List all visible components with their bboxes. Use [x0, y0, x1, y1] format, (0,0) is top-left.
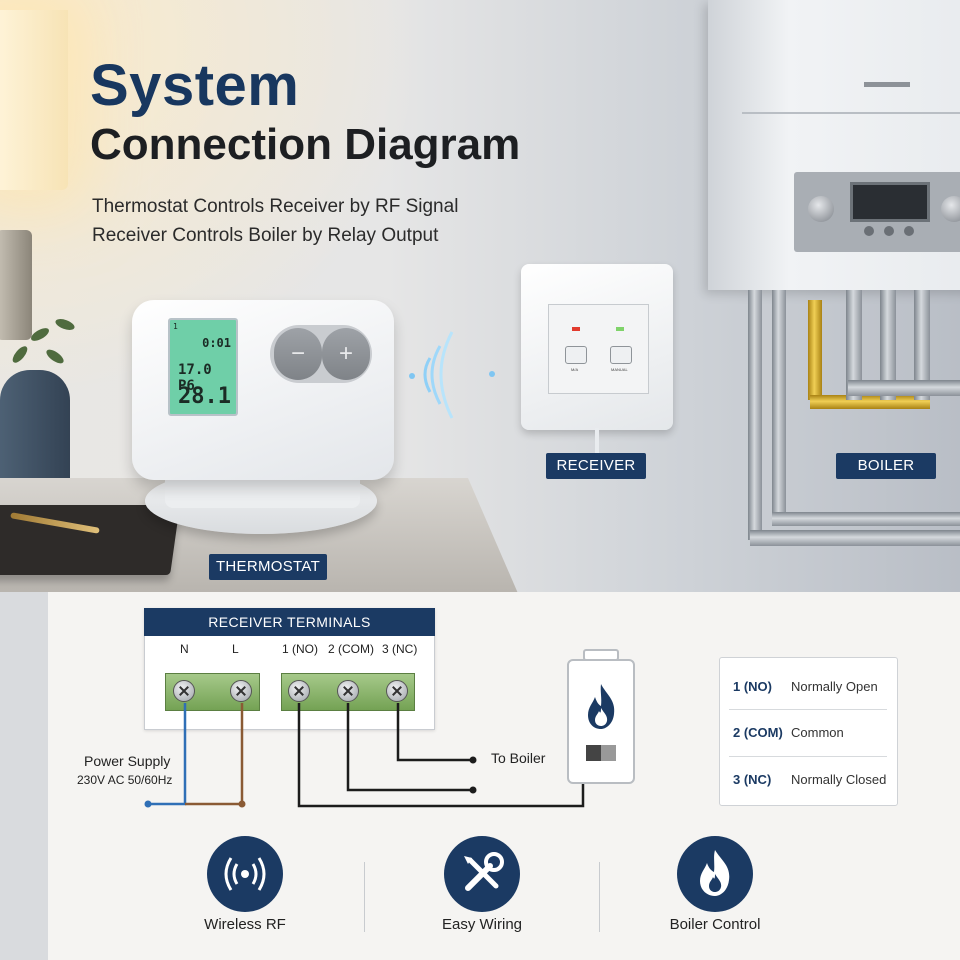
boiler-button-icon: [864, 226, 874, 236]
flame-icon: [588, 684, 615, 729]
power-rating-label: 230V AC 50/60Hz: [77, 773, 173, 787]
thermostat-lcd: 1 0:01 17.0 P6 28.1: [168, 318, 238, 416]
legend-value: Normally Open: [791, 679, 878, 694]
flame-icon: [700, 850, 730, 896]
page-subtitle-title: Connection Diagram: [90, 120, 521, 169]
receiver-face: [548, 304, 649, 394]
boiler-screen: [850, 182, 930, 222]
terminal-header: RECEIVER TERMINALS: [144, 608, 435, 636]
ma-button[interactable]: [565, 346, 587, 364]
terminal-label-l: L: [232, 642, 239, 656]
boiler-button-icon: [884, 226, 894, 236]
thermostat-tag: THERMOSTAT: [209, 554, 327, 580]
legend-value: Normally Closed: [791, 772, 887, 787]
feature-easy-wiring: [444, 836, 520, 912]
screw-icon: [337, 680, 359, 702]
lcd-setpoint: 17.0 P6: [178, 362, 212, 394]
lcd-indicator: 1: [173, 322, 178, 331]
description-line: Receiver Controls Boiler by Relay Output: [92, 225, 439, 246]
minus-button[interactable]: −: [274, 328, 322, 380]
legend-row: 3 (NC) Normally Closed: [733, 757, 888, 803]
legend-divider: [729, 756, 887, 757]
receiver-tag: RECEIVER: [546, 453, 646, 479]
pipe: [772, 512, 960, 526]
feature-wireless-rf: [207, 836, 283, 912]
lamp-icon: [0, 10, 68, 190]
feature-divider: [364, 862, 365, 932]
boiler-display-icon: [586, 745, 616, 761]
power-supply-label: Power Supply: [84, 753, 171, 769]
lamp-base: [0, 230, 32, 340]
legend-row: 1 (NO) Normally Open: [733, 664, 888, 710]
pipe: [848, 380, 960, 396]
legend-key: 3 (NC): [733, 772, 772, 787]
description-line: Thermostat Controls Receiver by RF Signa…: [92, 196, 459, 217]
wire-end-dot: [238, 800, 246, 808]
no-wire: [297, 703, 585, 808]
wire-end-dot: [144, 800, 152, 808]
boiler-tag: BOILER: [836, 453, 936, 479]
pipe: [750, 530, 960, 546]
boiler-knob-icon: [808, 196, 834, 222]
pipe: [846, 290, 862, 400]
page-title: System: [90, 53, 300, 118]
pipe: [914, 290, 930, 400]
pipe: [880, 290, 896, 400]
wire-end-dot: [469, 786, 477, 794]
tools-icon: [464, 852, 504, 891]
terminal-legend: [719, 657, 898, 806]
boiler-knob-icon: [941, 196, 960, 222]
plus-button[interactable]: +: [322, 328, 370, 380]
feature-label: Easy Wiring: [441, 916, 523, 933]
terminal-label-n: N: [180, 642, 189, 656]
terminal-label-nc: 3 (NC): [382, 642, 418, 656]
pipe: [772, 290, 786, 520]
to-boiler-label: To Boiler: [491, 750, 546, 766]
ma-button-label: M/A: [571, 367, 579, 372]
screw-icon: [386, 680, 408, 702]
legend-key: 2 (COM): [733, 725, 783, 740]
legend-value: Common: [791, 725, 844, 740]
legend-key: 1 (NO): [733, 679, 772, 694]
feature-boiler-control: [677, 836, 753, 912]
room-scene: System Connection Diagram Thermostat Con…: [0, 0, 960, 592]
boiler-button-icon: [904, 226, 914, 236]
terminal-label-com: 2 (COM): [328, 642, 374, 656]
wireless-rf-icon: [224, 857, 266, 891]
gas-pipe: [810, 395, 930, 409]
rf-signal-icon: [409, 331, 495, 419]
legend-divider: [729, 709, 887, 710]
com-wire: [346, 703, 473, 792]
screw-icon: [230, 680, 252, 702]
lcd-temperature: 28.1: [178, 384, 231, 409]
wire-end-dot: [469, 756, 477, 764]
green-led-icon: [616, 327, 624, 331]
nc-wire: [396, 703, 473, 762]
receiver-cable: [595, 428, 599, 454]
pipe: [748, 290, 762, 540]
boiler-seam: [742, 112, 960, 114]
gas-pipe: [808, 300, 822, 400]
manual-button-label: MANUAL: [611, 367, 628, 372]
feature-label: Boiler Control: [669, 916, 761, 933]
boiler-vent: [864, 82, 910, 87]
feature-label: Wireless RF: [204, 916, 286, 933]
legend-row: 2 (COM) Common: [733, 710, 888, 756]
terminal-label-no: 1 (NO): [282, 642, 318, 656]
manual-button[interactable]: [610, 346, 632, 364]
lcd-time: 0:01: [202, 336, 231, 350]
red-led-icon: [572, 327, 580, 331]
feature-divider: [599, 862, 600, 932]
screw-icon: [173, 680, 195, 702]
screw-icon: [288, 680, 310, 702]
